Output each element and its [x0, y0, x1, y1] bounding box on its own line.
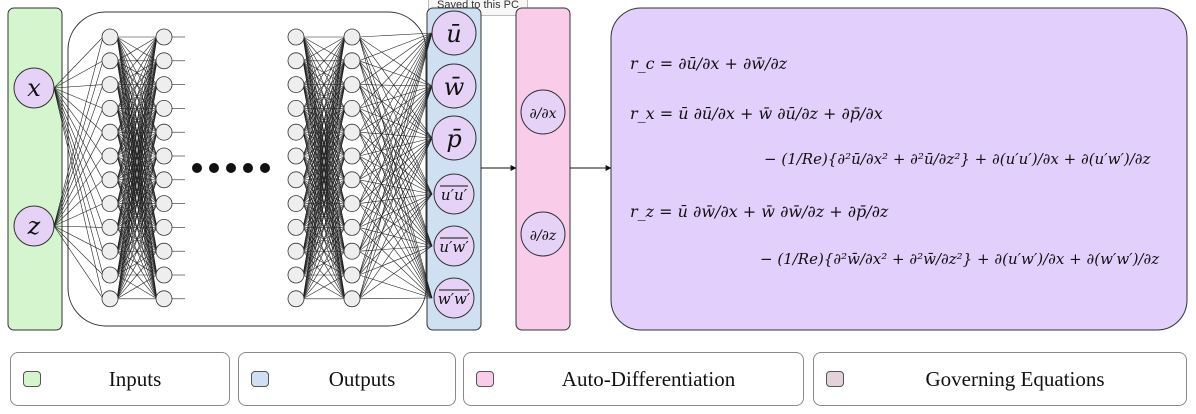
- input-node-x: x: [13, 67, 55, 109]
- input-label-x: x: [27, 74, 41, 102]
- legend-label-autodiff: Auto-Differentiation: [561, 367, 736, 391]
- hidden-node: [287, 28, 305, 46]
- derivative-label-dx: ∂/∂x: [529, 106, 556, 122]
- input-node-z: z: [13, 205, 55, 247]
- hidden-node: [343, 147, 361, 165]
- hidden-node: [101, 52, 119, 70]
- output-label-w: w̄: [444, 73, 465, 101]
- legend-swatch-equations: [826, 371, 844, 387]
- hidden-node: [287, 195, 305, 213]
- derivative-node-dz: ∂/∂z: [520, 211, 566, 257]
- hidden-node: [287, 76, 305, 93]
- hidden-node: [343, 28, 361, 46]
- hidden-node: [155, 28, 173, 46]
- inputs-panel: [7, 7, 63, 331]
- hidden-node: [287, 242, 305, 260]
- hidden-node: [155, 242, 173, 260]
- hidden-node: [155, 266, 173, 284]
- hidden-node: [101, 100, 119, 117]
- hidden-node: [287, 290, 305, 308]
- equation-rc: r_c = ∂ū/∂x + ∂w̄/∂z: [630, 54, 788, 73]
- hidden-node: [101, 76, 119, 93]
- hidden-node: [287, 123, 305, 141]
- input-label-z: z: [27, 212, 41, 240]
- hidden-node: [101, 290, 119, 308]
- hidden-node: [287, 218, 305, 236]
- equation-rx-line2: − (1/Re){∂²ū/∂x² + ∂²ū/∂z²} + ∂(u′u′)/∂x…: [764, 150, 1151, 168]
- hidden-node: [101, 123, 119, 141]
- hidden-node: [155, 52, 173, 70]
- hidden-node: [287, 147, 305, 165]
- network-nodes: [101, 28, 361, 308]
- hidden-node: [343, 242, 361, 260]
- hidden-node: [101, 195, 119, 213]
- hidden-node: [287, 100, 305, 117]
- hidden-node: [343, 266, 361, 284]
- hidden-node: [101, 28, 119, 46]
- output-label-ww: w′w′: [438, 290, 471, 308]
- derivative-label-dz: ∂/∂z: [530, 228, 557, 244]
- hidden-node: [155, 290, 173, 308]
- hidden-node: [343, 195, 361, 213]
- hidden-node: [155, 123, 173, 141]
- network-connections: [53, 32, 433, 300]
- legend-inputs: Inputs: [10, 352, 230, 406]
- legend-swatch-autodiff: [476, 371, 494, 387]
- hidden-node: [343, 123, 361, 141]
- hidden-node: [101, 171, 119, 189]
- legend-equations: Governing Equations: [813, 352, 1187, 406]
- equation-rx-line1: r_x = ū ∂ū/∂x + w̄ ∂ū/∂z + ∂p̄/∂x: [630, 104, 883, 123]
- hidden-node: [101, 218, 119, 236]
- equation-rz-line1: r_z = ū ∂w̄/∂x + w̄ ∂w̄/∂z + ∂p̄/∂z: [630, 202, 889, 221]
- hidden-node: [343, 76, 361, 93]
- hidden-node: [343, 290, 361, 308]
- hidden-node: [155, 195, 173, 213]
- output-label-uu: u′u′: [441, 186, 468, 204]
- hidden-node: [155, 76, 173, 93]
- legend-autodiff: Auto-Differentiation: [463, 352, 804, 406]
- legend-swatch-inputs: [23, 371, 41, 387]
- legend-outputs: Outputs: [238, 352, 456, 406]
- legend-label-inputs: Inputs: [108, 367, 162, 391]
- autodiff-panel: [515, 7, 571, 331]
- hidden-node: [101, 266, 119, 284]
- hidden-node: [155, 100, 173, 117]
- hidden-node: [343, 100, 361, 117]
- hidden-node: [155, 147, 173, 165]
- legend-swatch-outputs: [251, 371, 269, 387]
- hidden-node: [287, 171, 305, 189]
- hidden-node: [155, 218, 173, 236]
- hidden-node: [343, 218, 361, 236]
- ellipsis-dots: [192, 163, 270, 173]
- hidden-node: [155, 171, 173, 189]
- output-label-u: ū: [446, 20, 461, 48]
- hidden-node: [101, 242, 119, 260]
- hidden-node: [287, 266, 305, 284]
- hidden-node: [343, 52, 361, 70]
- derivative-node-dx: ∂/∂x: [520, 89, 566, 135]
- hidden-node: [287, 52, 305, 70]
- equation-rz-line2: − (1/Re){∂²w̄/∂x² + ∂²w̄/∂z²} + ∂(u′w′)/…: [760, 250, 1160, 268]
- output-nodes: ū w̄ p̄ u′u′ u′w′ w′w′: [431, 10, 477, 319]
- legend-label-outputs: Outputs: [328, 367, 396, 391]
- output-label-p: p̄: [446, 125, 461, 153]
- output-label-uw: u′w′: [439, 238, 469, 256]
- hidden-node: [101, 147, 119, 165]
- legend-label-equations: Governing Equations: [925, 367, 1105, 391]
- hidden-node: [343, 171, 361, 189]
